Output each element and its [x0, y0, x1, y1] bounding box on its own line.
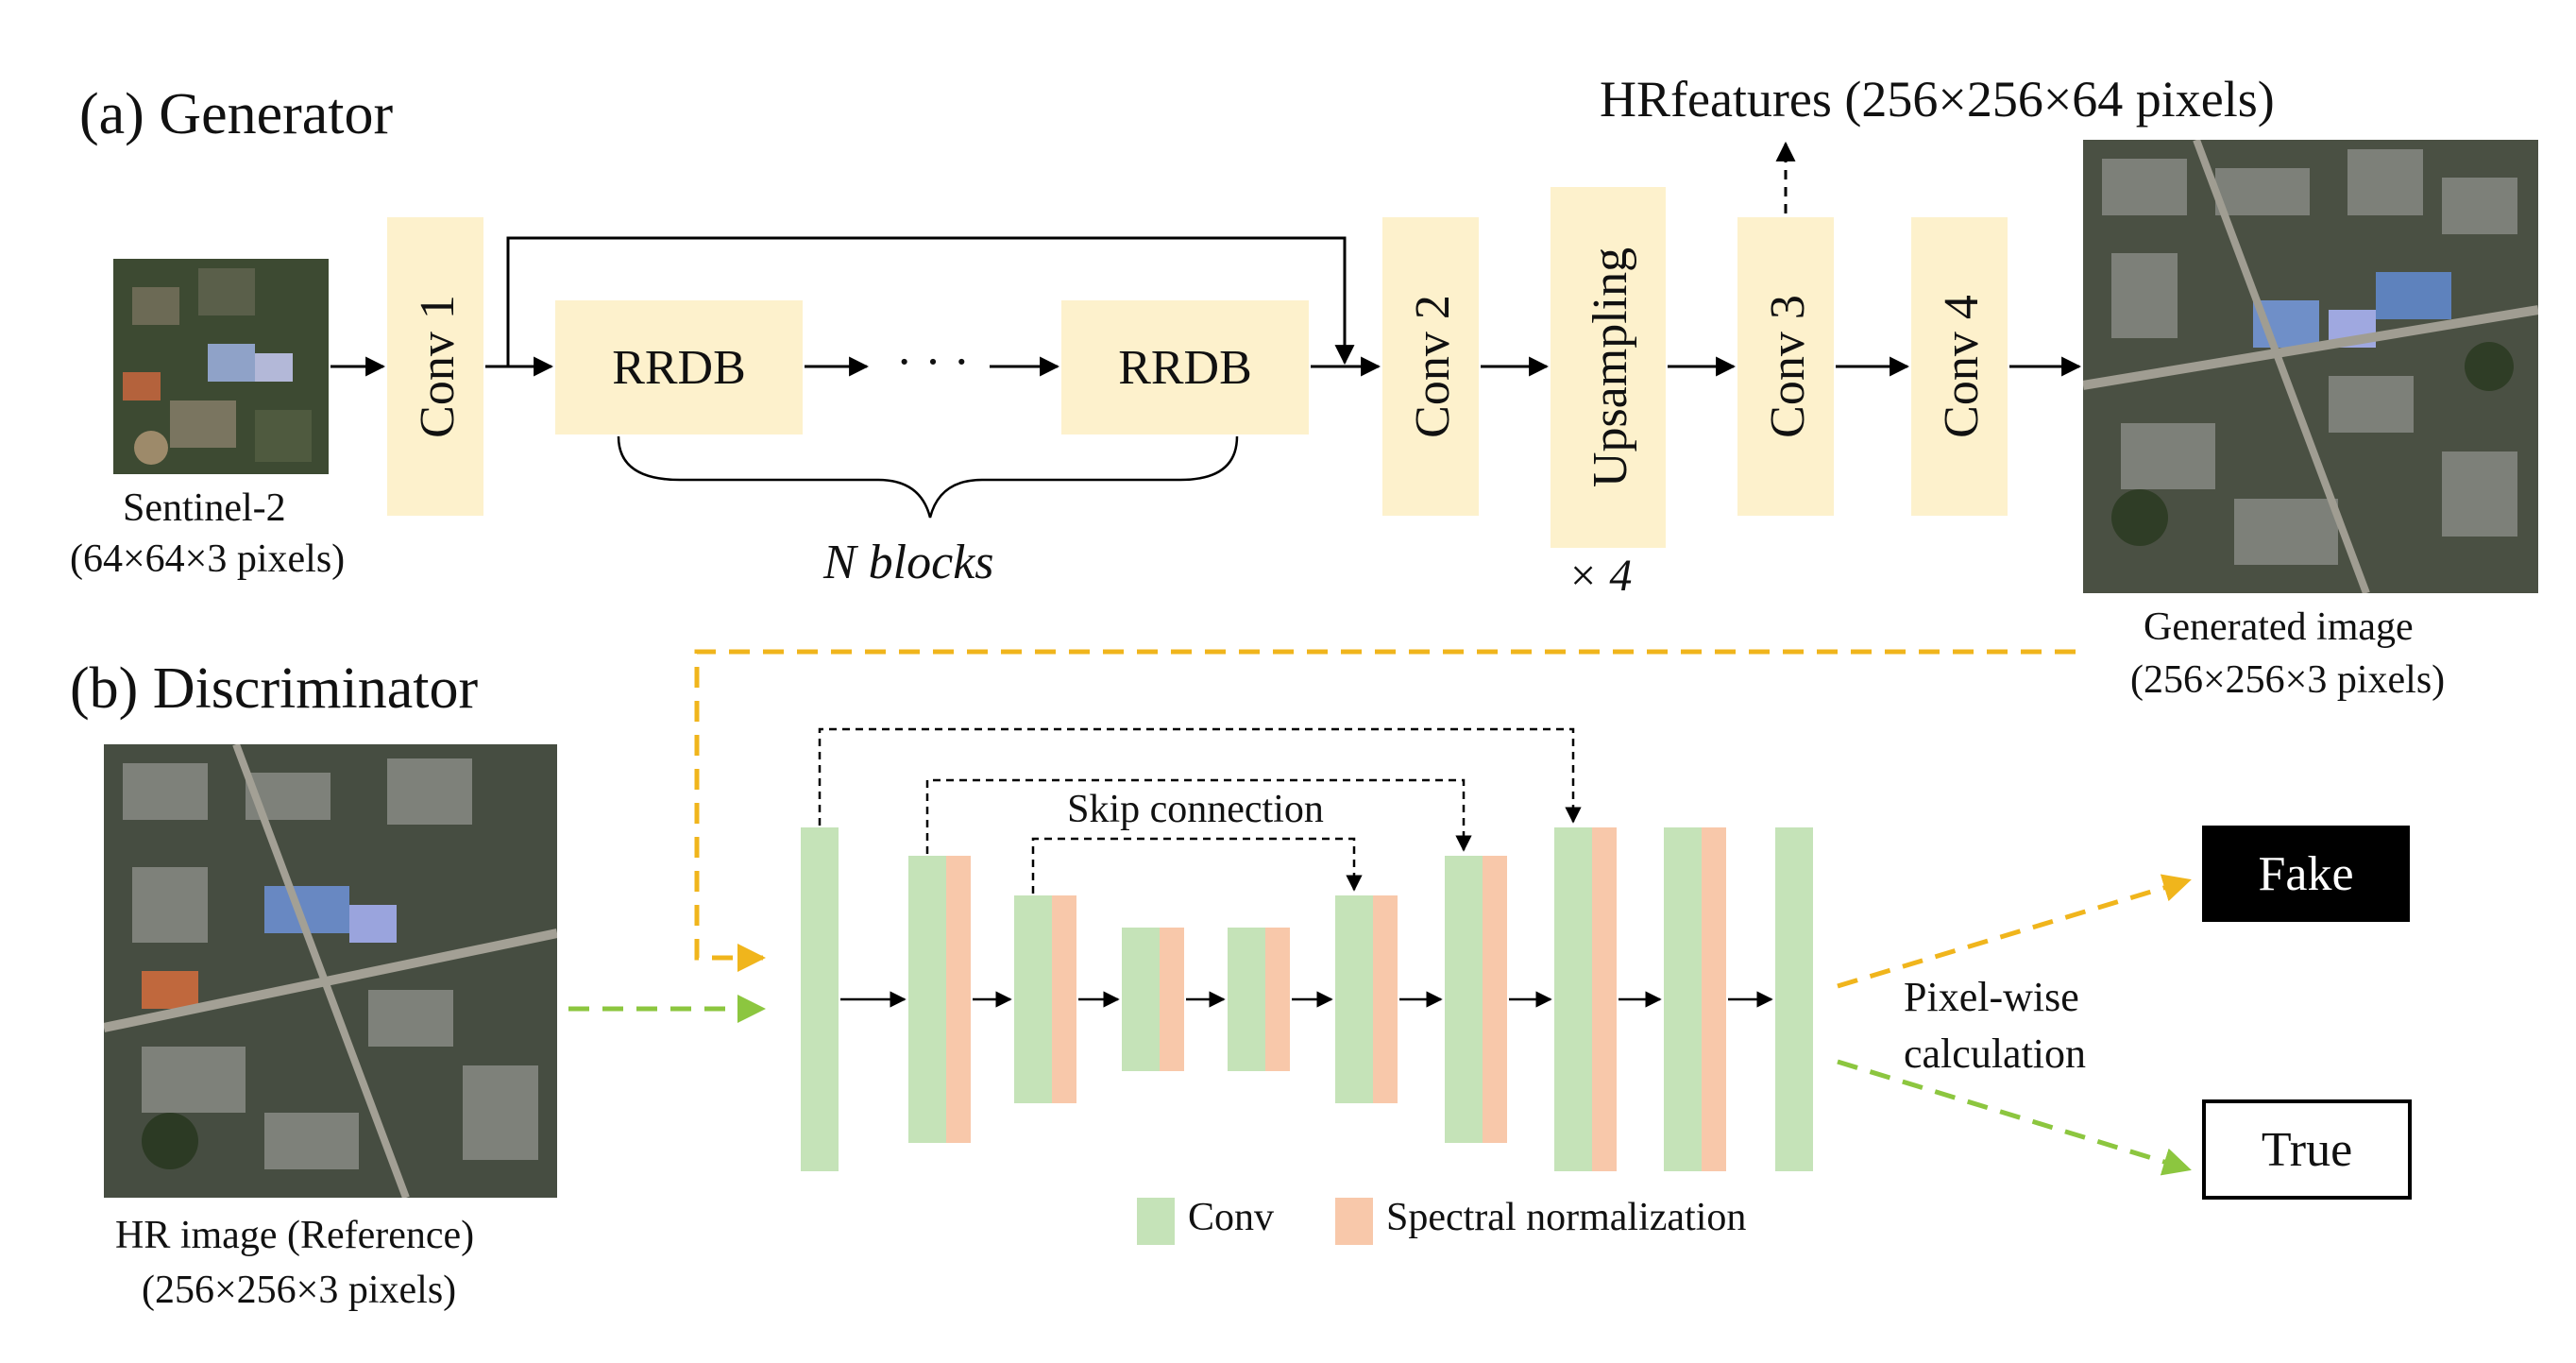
conv2-label: Conv 2	[1406, 295, 1460, 438]
legend-sn-swatch	[1335, 1198, 1373, 1245]
disc-layer-9-conv	[1664, 827, 1702, 1171]
true-box	[2202, 1099, 2412, 1200]
sentinel2-size: (64×64×3 pixels)	[70, 537, 346, 581]
hr-reference-size: (256×256×3 pixels)	[142, 1269, 457, 1312]
generated-image-label: Generated image	[2144, 605, 2414, 649]
disc-layer-6-sn	[1373, 895, 1398, 1103]
disc-layer-7-conv	[1445, 856, 1483, 1143]
skip-connection-label: Skip connection	[1067, 788, 1324, 831]
legend-conv-label: Conv	[1188, 1196, 1274, 1239]
conv3-label: Conv 3	[1761, 295, 1815, 438]
fake-box	[2202, 826, 2410, 922]
n-blocks-brace	[617, 435, 1239, 519]
conv1-label: Conv 1	[411, 295, 465, 438]
rrdb-last-block	[1061, 300, 1309, 434]
disc-layer-5-sn	[1265, 928, 1290, 1071]
disc-layer-4-sn	[1160, 928, 1184, 1071]
disc-layer-3-conv	[1014, 895, 1052, 1103]
rrdb-first-block	[555, 300, 803, 434]
pixelwise-line2: calculation	[1904, 1031, 2087, 1077]
fake-label: Fake	[2258, 847, 2353, 901]
sentinel2-input-image	[113, 259, 329, 474]
yellow-output-arrow	[1837, 874, 2192, 989]
disc-layer-4-conv	[1122, 928, 1160, 1071]
disc-layer-3-sn	[1052, 895, 1076, 1103]
legend-conv-swatch	[1137, 1198, 1175, 1245]
rrdb-last-label: RRDB	[1118, 341, 1252, 395]
hr-features-label: HRfeatures (256×256×64 pixels)	[1600, 71, 2275, 128]
disc-layer-10-conv	[1775, 827, 1813, 1171]
upsampling-label: Upsampling	[1584, 247, 1637, 487]
disc-layer-8-sn	[1592, 827, 1617, 1171]
conv4-label: Conv 4	[1935, 295, 1989, 438]
sentinel2-label: Sentinel-2	[123, 486, 286, 530]
hr-reference-image	[104, 744, 557, 1198]
conv2-block	[1382, 217, 1479, 516]
disc-layer-9-sn	[1702, 827, 1726, 1171]
generator-skip-connection	[506, 236, 1355, 366]
ellipsis-label: · · ·	[896, 335, 970, 389]
conv1-block	[387, 217, 483, 516]
conv4-block	[1911, 217, 2008, 516]
true-label: True	[2262, 1123, 2352, 1177]
n-blocks-label: N blocks	[823, 536, 994, 589]
disc-layer-2-sn	[946, 856, 971, 1143]
rrdb-first-label: RRDB	[612, 341, 746, 395]
disc-layer-8-conv	[1554, 827, 1592, 1171]
skip-connection-inner	[1031, 837, 1363, 894]
generated-image-size: (256×256×3 pixels)	[2130, 658, 2446, 702]
green-output-arrow	[1837, 1059, 2192, 1176]
pixelwise-line1: Pixel-wise	[1904, 974, 2079, 1020]
disc-layer-7-sn	[1483, 856, 1507, 1143]
upsampling-block	[1551, 187, 1666, 548]
discriminator-title: (b) Discriminator	[70, 656, 479, 721]
generated-image	[2083, 140, 2538, 593]
conv3-block	[1737, 217, 1834, 516]
disc-layer-6-conv	[1335, 895, 1373, 1103]
legend-sn-label: Spectral normalization	[1386, 1196, 1746, 1239]
disc-layer-2-conv	[908, 856, 946, 1143]
disc-layer-5-conv	[1228, 928, 1265, 1071]
generator-title: (a) Generator	[79, 82, 394, 146]
yellow-generated-input-arrow	[694, 649, 2076, 972]
upsampling-factor-label: × 4	[1568, 551, 1633, 601]
disc-layer-1-conv	[801, 827, 839, 1171]
hr-reference-label: HR image (Reference)	[115, 1214, 475, 1257]
